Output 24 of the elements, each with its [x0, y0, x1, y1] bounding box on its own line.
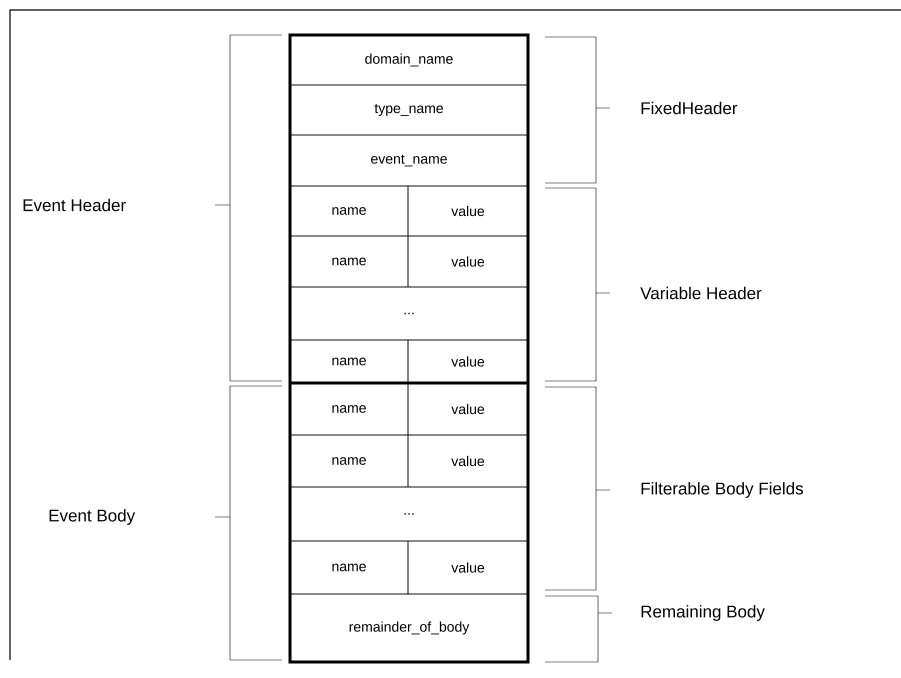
- record-cell: value: [408, 340, 528, 384]
- node-label: domain_name: [365, 54, 453, 66]
- bracket-label: Event Body: [50, 509, 136, 525]
- bracket-label: Filterable Body Fields: [642, 482, 804, 498]
- record-cell: name: [290, 236, 408, 288]
- record-cell: type_name: [290, 84, 528, 136]
- bracket-label: Event Header: [24, 198, 126, 212]
- record-cell: name: [290, 434, 408, 488]
- record-cell: name: [290, 340, 408, 384]
- bracket-label: Variable Header: [640, 286, 762, 300]
- record-cell: ...: [290, 286, 528, 340]
- record-cell: name: [290, 186, 408, 236]
- node-label: name: [332, 405, 366, 413]
- record-cell: value: [408, 434, 528, 488]
- record-cell: value: [408, 236, 528, 288]
- record-cell: ...: [290, 486, 528, 542]
- bracket-label: FixedHeader: [642, 102, 738, 114]
- record-cell: remainder_of_body: [290, 594, 528, 662]
- bracket-label: Remaining Body: [642, 605, 765, 621]
- record-cell: value: [408, 186, 528, 236]
- record-cell: name: [290, 540, 408, 594]
- record-cell: value: [408, 540, 528, 594]
- record-cell: event_name: [290, 134, 528, 186]
- record-cell: value: [408, 382, 528, 436]
